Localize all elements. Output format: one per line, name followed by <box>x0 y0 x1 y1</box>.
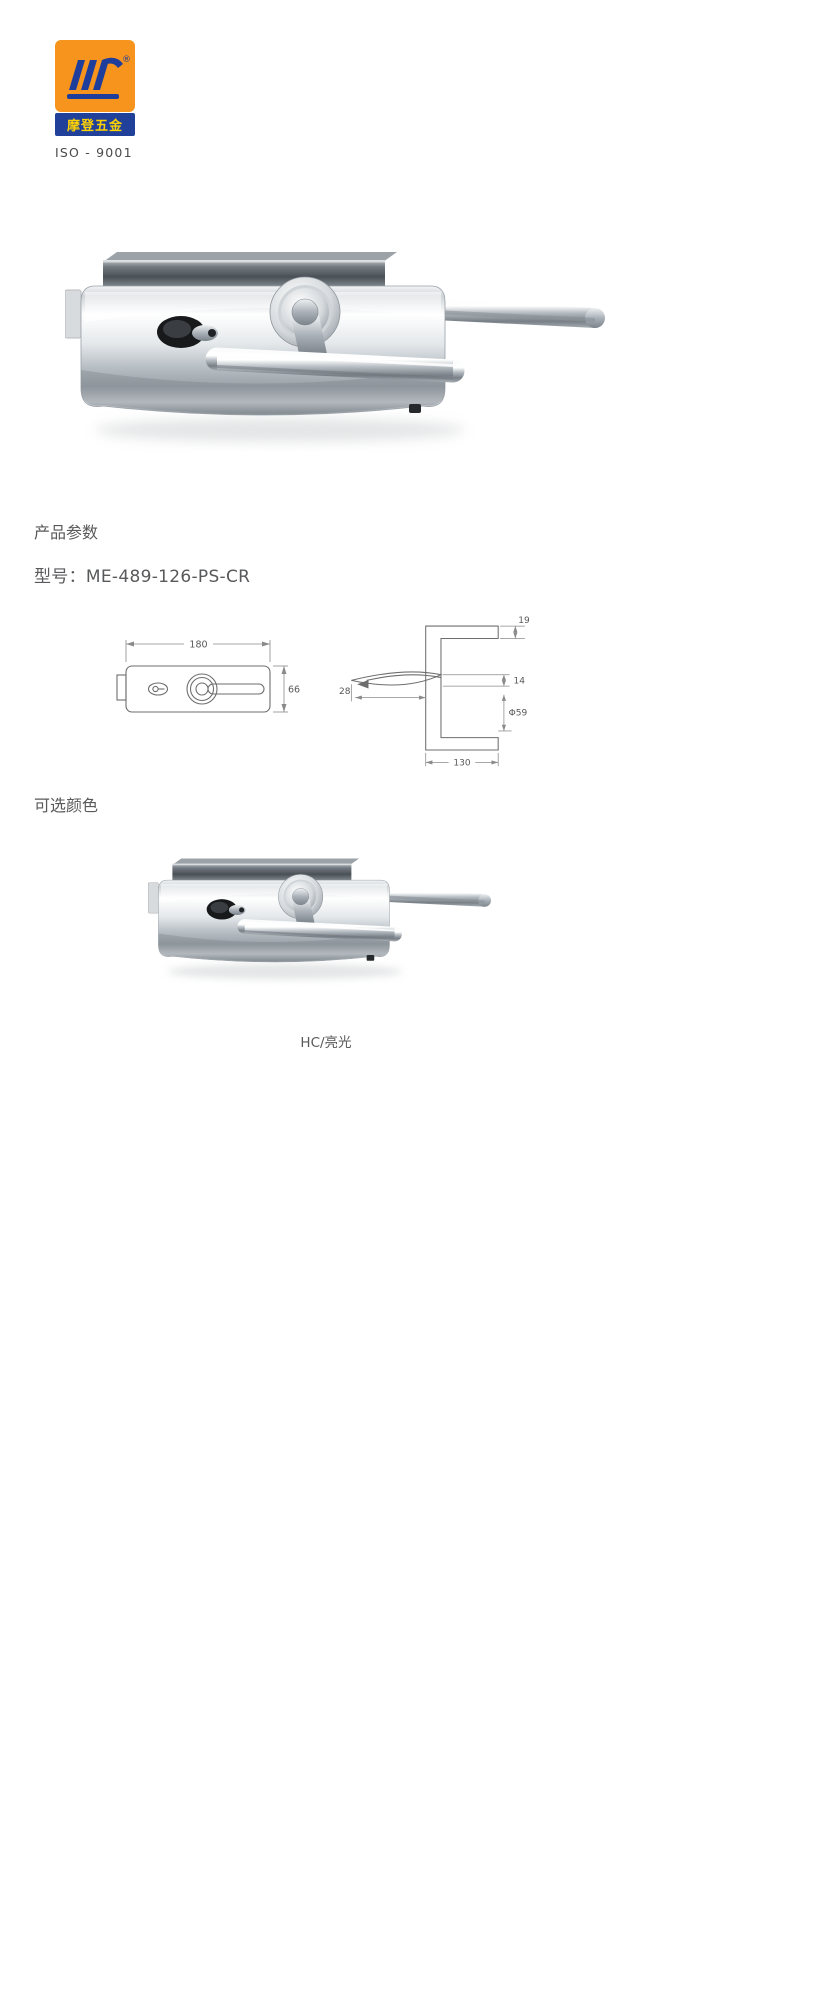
model-value: ME-489-126-PS-CR <box>85 567 251 587</box>
brand-logo: ® 摩登五金 ISO - 9001 <box>55 40 135 160</box>
dim-top-label: 19 <box>518 616 530 626</box>
brand-name-band: 摩登五金 <box>55 113 135 136</box>
model-number: 型号：ME-489-126-PS-CR <box>34 562 250 587</box>
iso-certification-text: ISO - 9001 <box>55 145 133 160</box>
brand-logo-mark: ® <box>55 40 135 112</box>
side-view-svg: 19 14 28 Φ59 130 <box>339 616 530 769</box>
dim-height-label: 66 <box>288 685 300 696</box>
brand-m-icon: ® <box>67 55 131 99</box>
side-view-drawing: 19 14 28 Φ59 130 <box>338 604 543 778</box>
product-photo-main <box>65 248 625 478</box>
brand-name: 摩登五金 <box>66 119 123 134</box>
dim-base-label: 130 <box>453 759 471 769</box>
finish-caption: HC/亮光 <box>300 1035 352 1051</box>
dim-width-label: 180 <box>189 640 207 651</box>
front-view-svg: 180 66 <box>116 640 300 713</box>
registered-mark: ® <box>122 55 131 65</box>
glass-door-lock-illustration-small <box>148 856 504 1002</box>
section-title-specs: 产品参数 <box>34 523 99 542</box>
product-photo-finish <box>148 856 504 1002</box>
section-title-colors: 可选颜色 <box>34 796 99 815</box>
dim-diameter-label: Φ59 <box>509 709 528 719</box>
front-view-drawing: 180 66 <box>112 636 304 768</box>
model-label: 型号： <box>34 567 86 587</box>
dim-thickness-label: 14 <box>513 677 525 687</box>
dim-protrusion-label: 28 <box>339 687 351 697</box>
glass-door-lock-illustration <box>65 248 625 478</box>
